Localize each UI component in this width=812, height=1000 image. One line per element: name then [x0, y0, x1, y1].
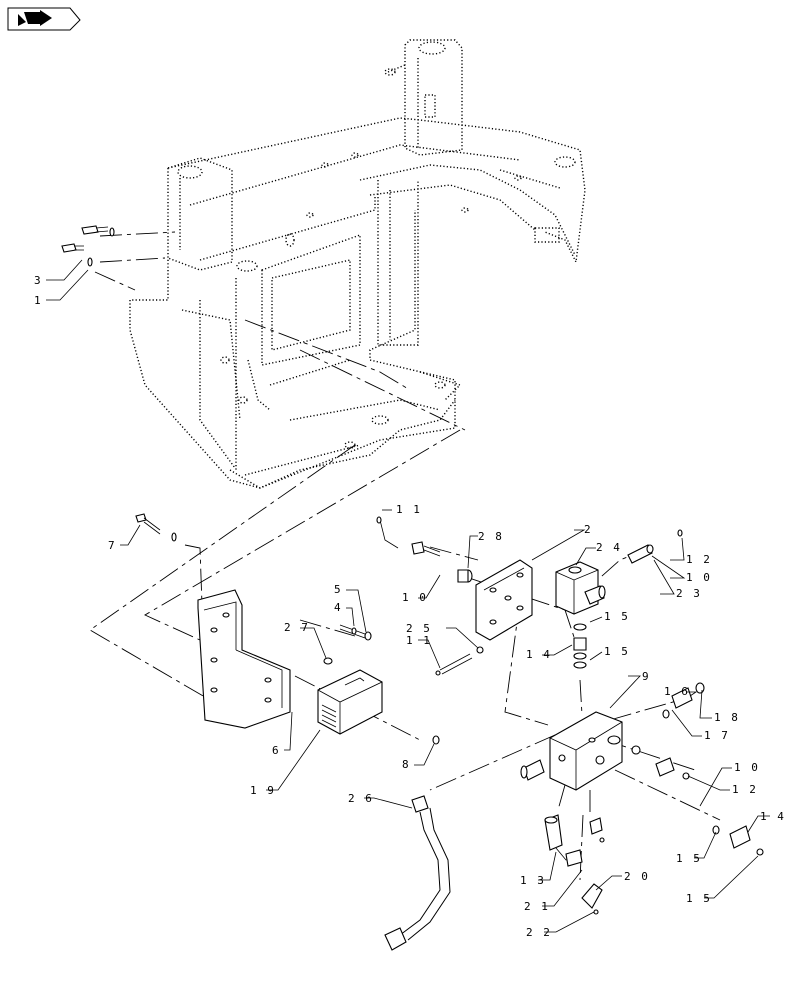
bolt-11-lower [435, 646, 484, 676]
callout-9: 9 [642, 670, 651, 683]
callout-6: 6 [272, 744, 281, 757]
leader-lines [46, 259, 770, 933]
callout-4: 4 [334, 601, 343, 614]
callout-10-c: 1 0 [734, 761, 760, 774]
next-page-arrow-icon[interactable] [7, 7, 81, 31]
callout-27: 2 7 [284, 621, 310, 634]
callout-10-b: 1 0 [686, 571, 712, 584]
mounting-bracket [197, 589, 291, 729]
callout-15-c: 1 5 [676, 852, 702, 865]
callout-20: 2 0 [624, 870, 650, 883]
callout-5: 5 [334, 583, 343, 596]
valve-mounting-plate [475, 559, 533, 641]
fitting-14-upper [573, 623, 587, 669]
callout-19: 1 9 [250, 784, 276, 797]
callout-17: 1 7 [704, 729, 730, 742]
callout-11-b: 1 1 [406, 634, 432, 647]
callout-14-b: 1 4 [760, 810, 786, 823]
callout-21: 2 1 [524, 900, 550, 913]
callout-2: 2 [584, 523, 593, 536]
bolt-7 [135, 513, 177, 542]
callout-25: 2 5 [406, 622, 432, 635]
fitting-14-lower [712, 825, 764, 856]
callout-10-a: 1 0 [402, 591, 428, 604]
callout-12-b: 1 2 [732, 783, 758, 796]
callout-7: 7 [108, 539, 117, 552]
callout-12-a: 1 2 [686, 553, 712, 566]
bolt-assembly-3 [61, 225, 115, 267]
callout-labels: 3 1 7 1 1 1 0 2 8 2 2 4 1 2 1 0 2 3 1 5 … [34, 274, 786, 939]
callout-14-a: 1 4 [526, 648, 552, 661]
callout-18: 1 8 [714, 711, 740, 724]
callout-3: 3 [34, 274, 43, 287]
elbow-fittings [581, 817, 605, 915]
control-module [317, 669, 383, 735]
sleeve-23 [627, 529, 683, 564]
callout-8: 8 [402, 758, 411, 771]
washer-8 [432, 735, 440, 745]
callout-15-a: 1 5 [604, 610, 630, 623]
callout-15-b: 1 5 [604, 645, 630, 658]
bolt-5 [323, 624, 372, 665]
main-valve-block [520, 682, 705, 791]
callout-1: 1 [34, 294, 43, 307]
solenoid-13 [544, 814, 583, 867]
loader-frame-phantom [129, 39, 586, 489]
bolt-11-upper [376, 516, 441, 557]
hydraulic-hose [384, 795, 451, 951]
callout-16: 1 6 [664, 685, 690, 698]
callout-24: 2 4 [596, 541, 622, 554]
callout-15-d: 1 5 [686, 892, 712, 905]
callout-13: 1 3 [520, 874, 546, 887]
callout-26: 2 6 [348, 792, 374, 805]
callout-28: 2 8 [478, 530, 504, 543]
centerline-paths [89, 231, 721, 881]
spacer-28 [457, 569, 473, 583]
callout-22: 2 2 [526, 926, 552, 939]
callout-11-a: 1 1 [396, 503, 422, 516]
callout-23: 2 3 [676, 587, 702, 600]
valve-block-24 [555, 561, 606, 615]
